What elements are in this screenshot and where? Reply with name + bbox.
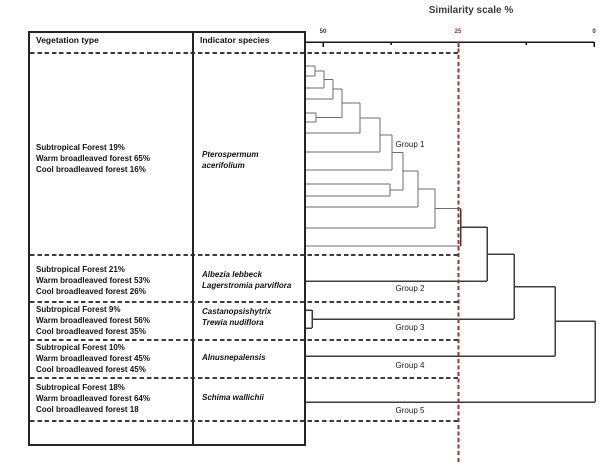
vegetation-line: Warm broadleaved forest 45% bbox=[36, 353, 150, 363]
vegetation-line: Cool broadleaved forest 16% bbox=[36, 164, 146, 174]
vegetation-line: Cool broadleaved forest 35% bbox=[36, 326, 146, 336]
column-header-vegetation-type: Vegetation type bbox=[36, 35, 99, 45]
vegetation-line: Subtropical Forest 18% bbox=[36, 383, 125, 392]
vegetation-cell-row3: Subtropical Forest 9% Warm broadleaved f… bbox=[36, 305, 150, 337]
species-line: Trewia nudiflora bbox=[202, 317, 264, 327]
vegetation-line: Subtropical Forest 9% bbox=[36, 305, 121, 314]
vegetation-line: Warm broadleaved forest 56% bbox=[36, 315, 150, 325]
vegetation-line: Cool broadleaved forest 45% bbox=[36, 364, 146, 374]
vegetation-line: Subtropical Forest 19% bbox=[36, 143, 125, 152]
axis-tick-label-25: 25 bbox=[454, 29, 462, 35]
vegetation-cell-row1: Subtropical Forest 19% Warm broadleaved … bbox=[36, 143, 150, 175]
species-line: Schima wallichii bbox=[202, 393, 264, 402]
chart-title: Similarity scale % bbox=[428, 5, 514, 16]
vegetation-cell-row4: Subtropical Forest 10% Warm broadleaved … bbox=[36, 343, 150, 375]
species-line: Castanopsishytrix bbox=[202, 307, 272, 316]
vegetation-cell-row5: Subtropical Forest 18% Warm broadleaved … bbox=[36, 383, 150, 415]
vegetation-cell-row2: Subtropical Forest 21% Warm broadleaved … bbox=[36, 265, 150, 297]
species-cell-row5: Schima wallichii bbox=[202, 393, 264, 404]
vegetation-line: Warm broadleaved forest 64% bbox=[36, 393, 150, 403]
vegetation-line: Warm broadleaved forest 65% bbox=[36, 153, 150, 163]
species-line: Albezia lebbeck bbox=[202, 270, 263, 279]
axis-tick-label-50: 50 bbox=[319, 29, 327, 35]
species-cell-row4: Alnusnepalensis bbox=[202, 353, 266, 364]
vegetation-line: Cool broadleaved forest 18 bbox=[36, 404, 139, 414]
column-header-indicator-species: Indicator species bbox=[200, 35, 270, 45]
species-cell-row3: Castanopsishytrix Trewia nudiflora bbox=[202, 307, 271, 329]
group-1-label: Group 1 bbox=[395, 140, 425, 149]
group-5-label: Group 5 bbox=[395, 406, 425, 415]
species-line: Alnusnepalensis bbox=[202, 353, 266, 362]
species-cell-row1: Pterospermum acerifolium bbox=[202, 150, 258, 172]
species-line: Pterospermum bbox=[202, 150, 259, 159]
axis-tick-label-0: 0 bbox=[592, 29, 596, 35]
group-4-label: Group 4 bbox=[395, 361, 425, 370]
vegetation-line: Cool broadleaved forest 26% bbox=[36, 286, 146, 296]
species-line: Lagerstromia parviflora bbox=[202, 280, 292, 290]
vegetation-line: Warm broadleaved forest 53% bbox=[36, 275, 150, 285]
species-cell-row2: Albezia lebbeck Lagerstromia parviflora bbox=[202, 270, 291, 292]
vegetation-line: Subtropical Forest 21% bbox=[36, 265, 125, 274]
group-2-label: Group 2 bbox=[395, 284, 425, 293]
group-3-label: Group 3 bbox=[395, 323, 425, 332]
species-line: acerifolium bbox=[202, 160, 245, 170]
vegetation-line: Subtropical Forest 10% bbox=[36, 343, 125, 352]
